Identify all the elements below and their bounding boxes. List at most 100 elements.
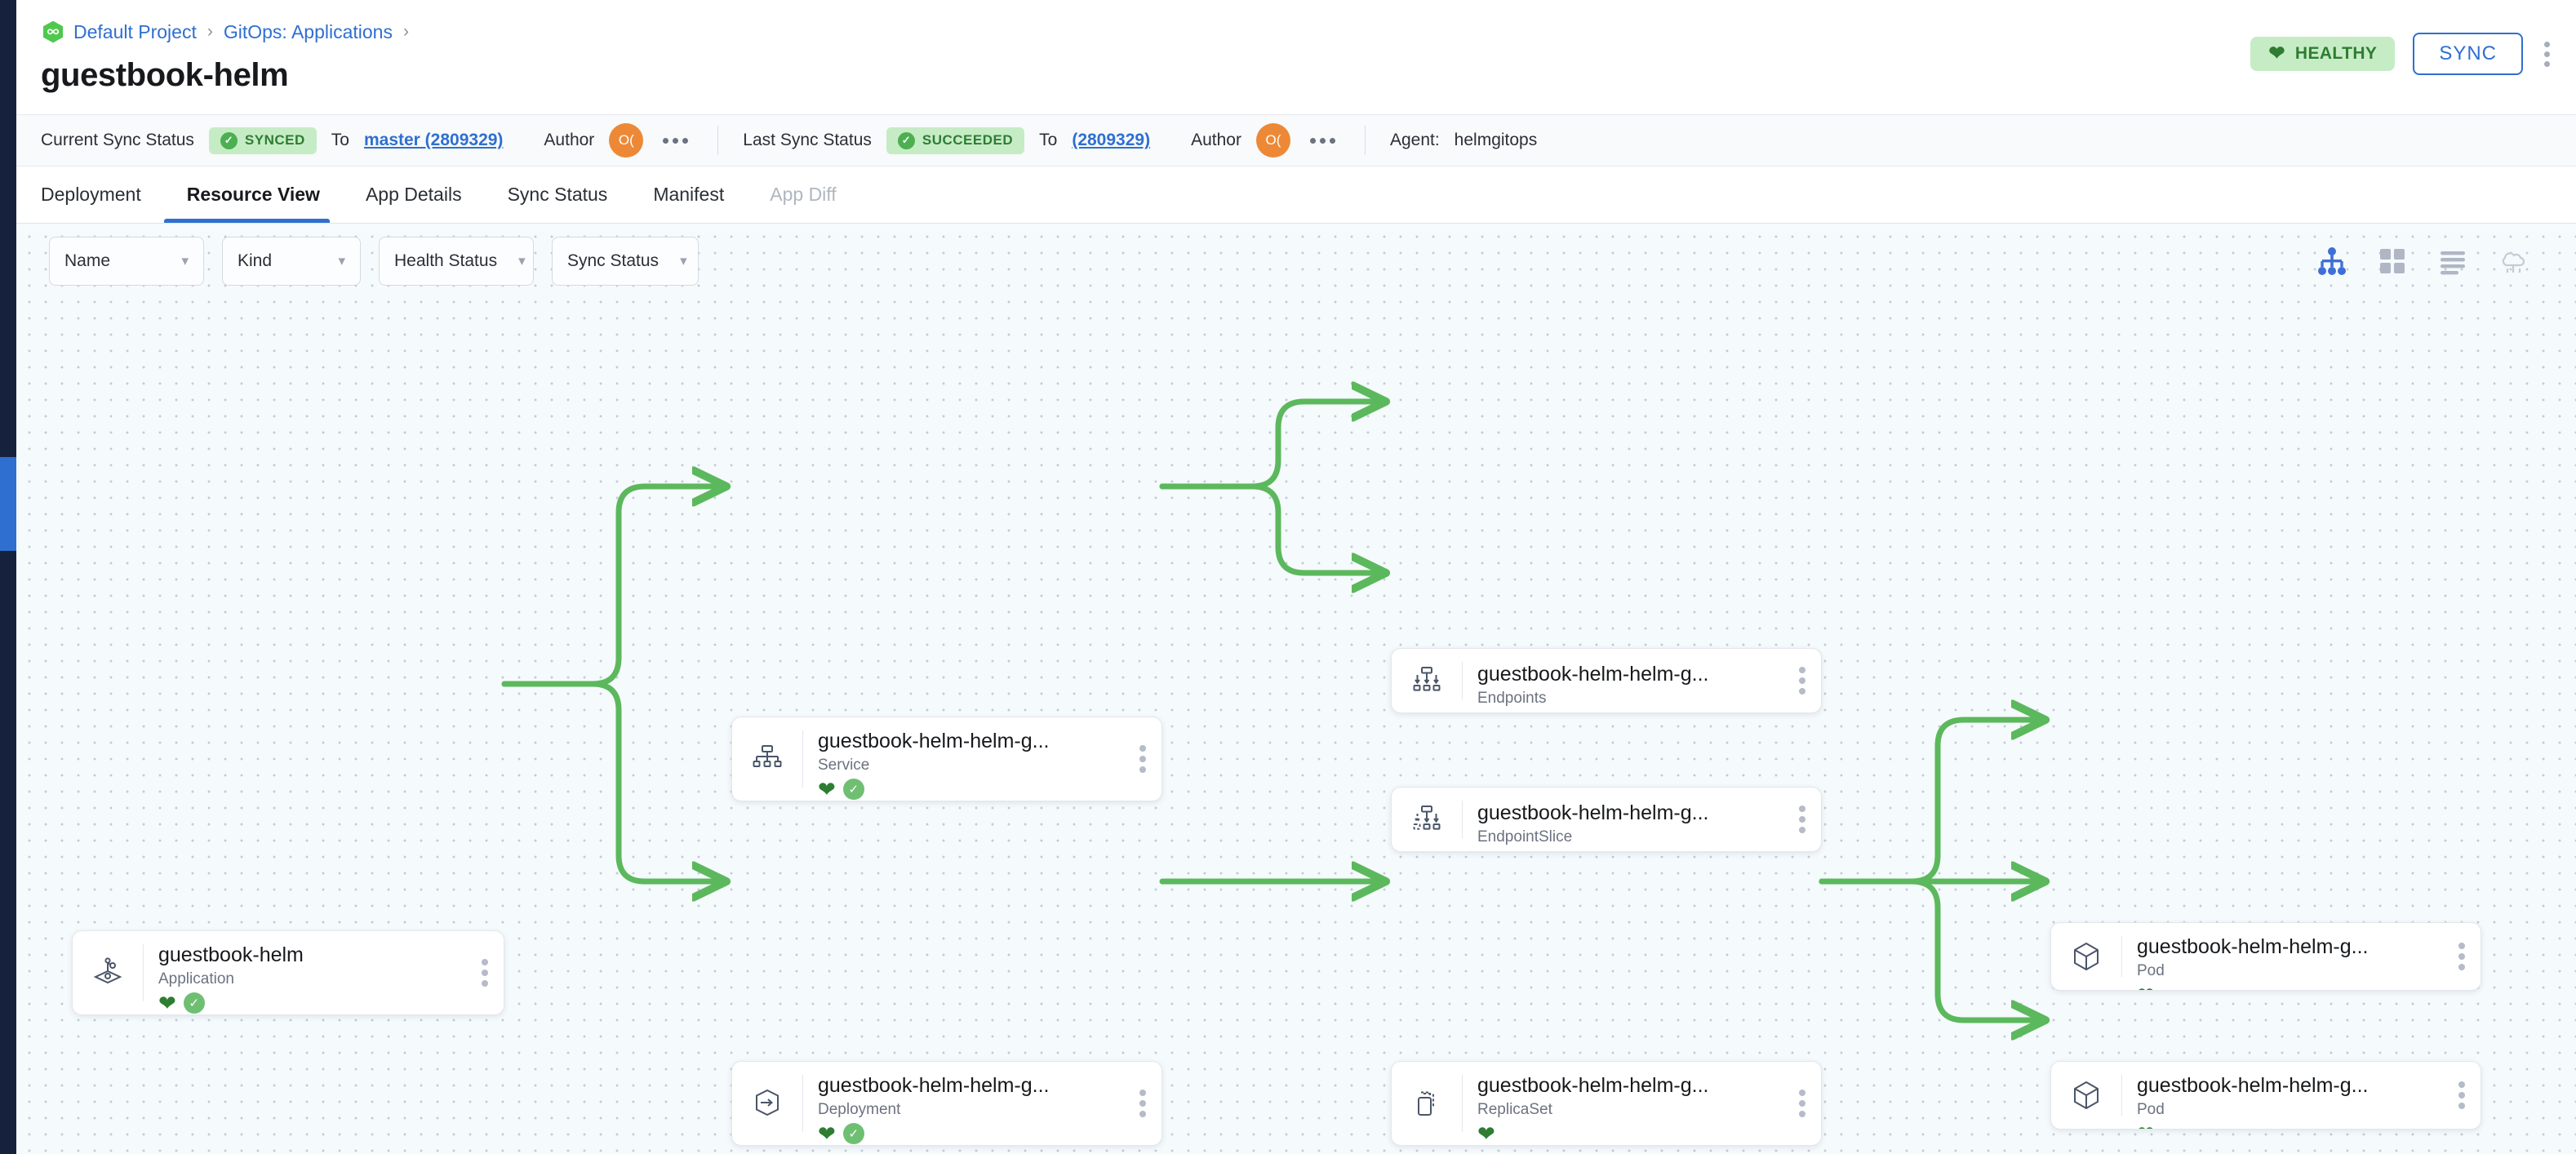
node-kebab-menu-icon[interactable] <box>2443 923 2481 990</box>
left-nav-rail[interactable] <box>0 0 16 1154</box>
check-circle-icon: ✓ <box>220 131 238 149</box>
node-service[interactable]: guestbook-helm-helm-g... Service ❤ ✓ <box>731 717 1162 801</box>
filter-kind-label: Kind <box>238 251 273 270</box>
tab-bar: Deployment Resource View App Details Syn… <box>16 166 2576 224</box>
node-kebab-menu-icon[interactable] <box>1783 1062 1821 1145</box>
node-body: guestbook-helm-helm-g... Service ❤ ✓ <box>803 717 1124 801</box>
breadcrumb-separator-icon-2: › <box>402 22 409 41</box>
heart-icon: ❤ <box>2137 1123 2155 1129</box>
chevron-down-icon-4: ▾ <box>680 253 687 269</box>
current-author-label: Author <box>544 131 595 149</box>
last-revision-link[interactable]: (2809329) <box>1072 131 1151 149</box>
breadcrumb: Default Project › GitOps: Applications › <box>41 18 2552 46</box>
node-application-guestbook-helm[interactable]: guestbook-helm Application ❤ ✓ <box>72 930 504 1015</box>
tab-manifest[interactable]: Manifest <box>653 184 725 205</box>
sync-status-bar: Current Sync Status ✓ SYNCED To master (… <box>16 114 2576 166</box>
sync-button[interactable]: SYNC <box>2413 33 2523 75</box>
heart-icon: ❤ <box>818 777 836 801</box>
last-author-avatar[interactable]: O( <box>1255 123 1290 158</box>
pod-icon <box>2051 1062 2121 1129</box>
check-circle-icon: ✓ <box>842 1123 864 1145</box>
node-deployment[interactable]: guestbook-helm-helm-g... Deployment ❤ ✓ <box>731 1061 1162 1146</box>
node-status: ❤ <box>2137 1123 2443 1129</box>
tab-app-details[interactable]: App Details <box>365 184 462 205</box>
node-kebab-menu-icon[interactable] <box>1124 717 1161 801</box>
last-author-label: Author <box>1191 131 1241 149</box>
current-revision-link[interactable]: master (2809329) <box>363 131 504 149</box>
page-header: Default Project › GitOps: Applications ›… <box>16 0 2576 114</box>
page-title: guestbook-helm <box>41 57 289 93</box>
current-ellipsis-icon[interactable] <box>658 133 693 149</box>
filter-health-status-select[interactable]: Health Status ▾ <box>379 237 534 286</box>
node-body: guestbook-helm-helm-g... Deployment ❤ ✓ <box>803 1062 1124 1145</box>
tree-view-icon[interactable] <box>2316 246 2347 277</box>
node-divider <box>1462 662 1463 699</box>
tab-resource-view[interactable]: Resource View <box>163 166 343 223</box>
node-status: ❤ <box>1477 1123 1783 1144</box>
current-sync-status-value: SYNCED <box>244 132 305 148</box>
check-circle-icon: ✓ <box>842 779 864 801</box>
node-divider <box>802 1075 803 1132</box>
node-title: guestbook-helm-helm-g... <box>818 730 1050 752</box>
node-pod-2[interactable]: guestbook-helm-helm-g... Pod ❤ <box>2050 1061 2481 1130</box>
node-replicaset[interactable]: guestbook-helm-helm-g... ReplicaSet ❤ <box>1391 1061 1822 1146</box>
node-kebab-menu-icon[interactable] <box>466 931 504 1014</box>
deployment-icon <box>732 1062 802 1145</box>
node-body: guestbook-helm-helm-g... EndpointSlice <box>1463 788 1783 851</box>
chevron-down-icon-2: ▾ <box>338 253 345 269</box>
node-endpointslice[interactable]: guestbook-helm-helm-g... EndpointSlice <box>1391 787 1822 852</box>
last-ellipsis-icon[interactable] <box>1305 133 1340 149</box>
left-rail-active-indicator <box>0 457 16 551</box>
tab-deployment[interactable]: Deployment <box>41 184 141 205</box>
node-title: guestbook-helm-helm-g... <box>1477 663 1709 686</box>
node-kebab-menu-icon[interactable] <box>2443 1062 2481 1129</box>
main-column: Default Project › GitOps: Applications ›… <box>16 0 2576 1154</box>
gitops-hexagon-infinity-icon <box>41 20 65 44</box>
grid-view-icon[interactable] <box>2377 246 2408 277</box>
breadcrumb-item-gitops-applications[interactable]: GitOps: Applications <box>223 20 393 42</box>
status-divider-2 <box>1364 126 1366 155</box>
node-status: ❤ ✓ <box>818 1121 1124 1146</box>
header-kebab-menu-icon[interactable] <box>2541 38 2553 70</box>
node-kind: Pod <box>2137 1101 2165 1119</box>
node-title: guestbook-helm-helm-g... <box>1477 1074 1709 1097</box>
node-kind: Service <box>818 757 870 775</box>
node-body: guestbook-helm-helm-g... Pod ❤ <box>2122 1062 2443 1129</box>
heart-icon: ❤ <box>158 991 176 1015</box>
last-to-label: To <box>1039 131 1058 149</box>
resource-graph-canvas[interactable]: Name ▾ Kind ▾ Health Status ▾ Sync Statu… <box>16 224 2576 1154</box>
node-endpoints[interactable]: guestbook-helm-helm-g... Endpoints <box>1391 648 1822 713</box>
node-body: guestbook-helm-helm-g... Endpoints <box>1463 649 1783 712</box>
chevron-down-icon: ▾ <box>181 253 189 269</box>
current-author-avatar[interactable]: O( <box>609 123 644 158</box>
agent-label: Agent: <box>1389 131 1440 149</box>
breadcrumb-item-default-project[interactable]: Default Project <box>73 20 197 42</box>
argo-application-icon <box>73 931 143 1014</box>
heart-icon: ❤ <box>818 1121 836 1146</box>
tab-sync-status[interactable]: Sync Status <box>507 184 608 205</box>
network-view-icon[interactable] <box>2498 246 2529 277</box>
node-kind: Pod <box>2137 962 2165 980</box>
node-title: guestbook-helm-helm-g... <box>818 1074 1050 1097</box>
node-kind: Endpoints <box>1477 690 1547 708</box>
node-divider <box>1462 801 1463 838</box>
current-sync-status-label: Current Sync Status <box>41 131 194 149</box>
filter-sync-status-select[interactable]: Sync Status ▾ <box>552 237 699 286</box>
chevron-down-icon-3: ▾ <box>518 253 526 269</box>
list-view-icon[interactable] <box>2437 246 2468 277</box>
last-sync-status-value: SUCCEEDED <box>922 132 1014 148</box>
node-kebab-menu-icon[interactable] <box>1124 1062 1161 1145</box>
node-pod-1[interactable]: guestbook-helm-helm-g... Pod ❤ <box>2050 922 2481 991</box>
node-kind: Application <box>158 970 234 988</box>
node-title: guestbook-helm-helm-g... <box>2137 1074 2369 1097</box>
node-status: ❤ <box>2137 984 2443 990</box>
filter-kind-select[interactable]: Kind ▾ <box>222 237 361 286</box>
node-kebab-menu-icon[interactable] <box>1783 788 1821 851</box>
node-kebab-menu-icon[interactable] <box>1783 649 1821 712</box>
header-actions: ❤ HEALTHY SYNC <box>2250 33 2553 75</box>
node-kind: EndpointSlice <box>1477 828 1573 846</box>
node-status: ❤ ✓ <box>818 777 1124 801</box>
filter-bar: Name ▾ Kind ▾ Health Status ▾ Sync Statu… <box>16 224 2576 299</box>
pod-icon <box>2051 923 2121 990</box>
filter-name-select[interactable]: Name ▾ <box>49 237 204 286</box>
